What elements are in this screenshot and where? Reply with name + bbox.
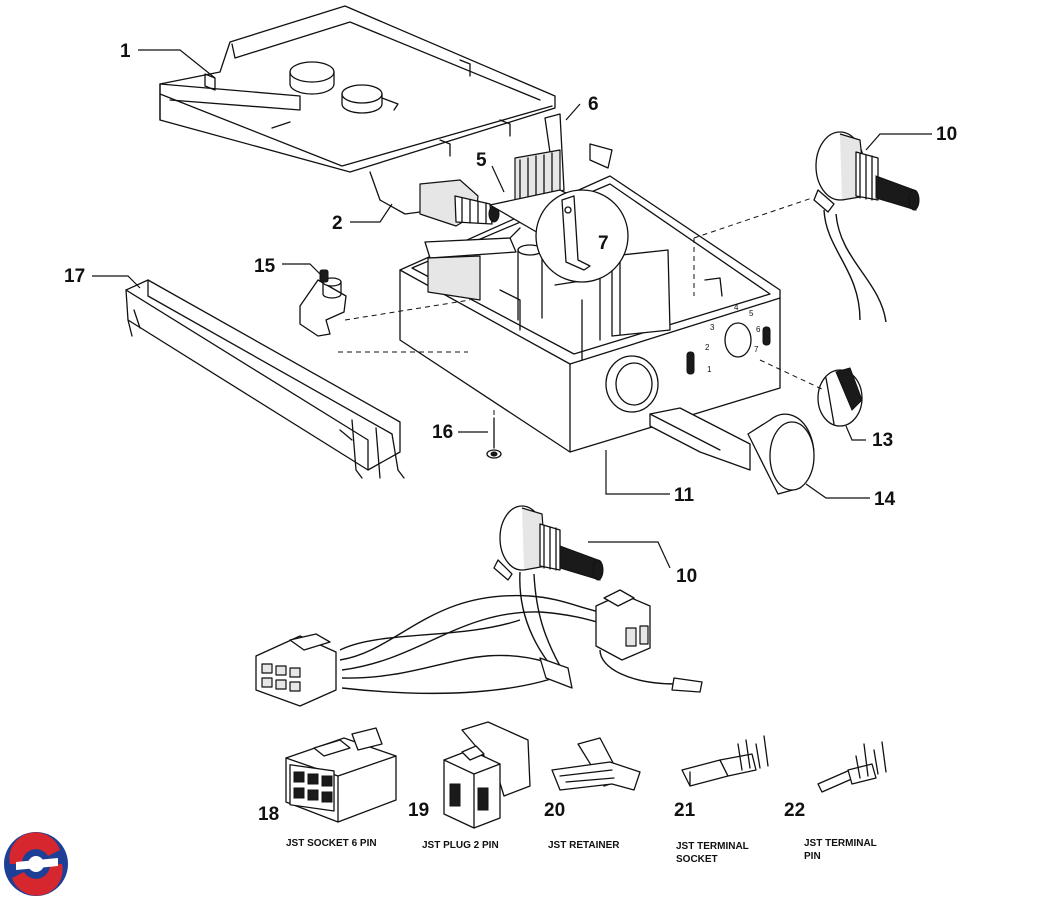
callout-11: 11 [674, 485, 695, 506]
part-21-jst-terminal-socket [681, 735, 769, 787]
caption-jst-plug-2-pin: JST PLUG 2 PIN [422, 840, 499, 851]
callout-19: 19 [408, 800, 429, 821]
callout-18: 18 [258, 804, 279, 825]
part-10-potentiometer-harness [255, 505, 703, 707]
caption-jst-socket-6-pin: JST SOCKET 6 PIN [286, 838, 377, 849]
callout-20: 20 [544, 800, 565, 821]
caption-jst-terminal-socket-line2: SOCKET [676, 854, 718, 865]
callout-22: 22 [784, 800, 805, 821]
callout-10-upper: 10 [936, 124, 957, 145]
part-19-jst-plug [443, 721, 531, 829]
dial-mark-2: 2 [705, 343, 710, 352]
dial-mark-7: 7 [754, 345, 759, 354]
part-15-bracket [299, 269, 347, 337]
callout-7: 7 [598, 233, 609, 254]
part-20-jst-retainer [551, 737, 641, 791]
callout-10-lower: 10 [676, 566, 697, 587]
dial-mark-4: 4 [734, 303, 739, 312]
assembly-lines [338, 197, 825, 424]
callout-21: 21 [674, 800, 696, 821]
part-18-jst-socket [285, 727, 397, 823]
brand-logo [4, 832, 68, 896]
callout-16: 16 [432, 422, 453, 443]
dial-mark-5: 5 [749, 309, 754, 318]
callout-13: 13 [872, 430, 893, 451]
callout-2: 2 [332, 213, 343, 234]
callout-17: 17 [64, 266, 85, 287]
caption-jst-terminal-socket-line1: JST TERMINAL [676, 841, 749, 852]
callout-1: 1 [120, 41, 131, 62]
callout-15: 15 [254, 256, 276, 277]
dial-mark-3: 3 [710, 323, 715, 332]
leader-lines [92, 49, 932, 569]
part-22-jst-terminal-pin [817, 741, 887, 793]
part-1-top-cover [159, 5, 556, 173]
dial-mark-6: 6 [756, 325, 761, 334]
part-17-rail [125, 279, 405, 479]
part-14-capacitor [649, 407, 815, 495]
dial-mark-1: 1 [707, 365, 712, 374]
part-7-detail [535, 189, 629, 283]
callout-5: 5 [476, 150, 487, 171]
callout-14: 14 [874, 489, 896, 510]
caption-jst-retainer: JST RETAINER [548, 840, 620, 851]
part-2-sensor-bulb [369, 171, 500, 227]
caption-jst-terminal-pin-line2: PIN [804, 851, 821, 862]
part-10-potentiometer-upper [813, 131, 920, 323]
caption-jst-terminal-pin-line1: JST TERMINAL [804, 838, 877, 849]
callout-6: 6 [588, 94, 599, 115]
part-13-knob [817, 367, 863, 427]
